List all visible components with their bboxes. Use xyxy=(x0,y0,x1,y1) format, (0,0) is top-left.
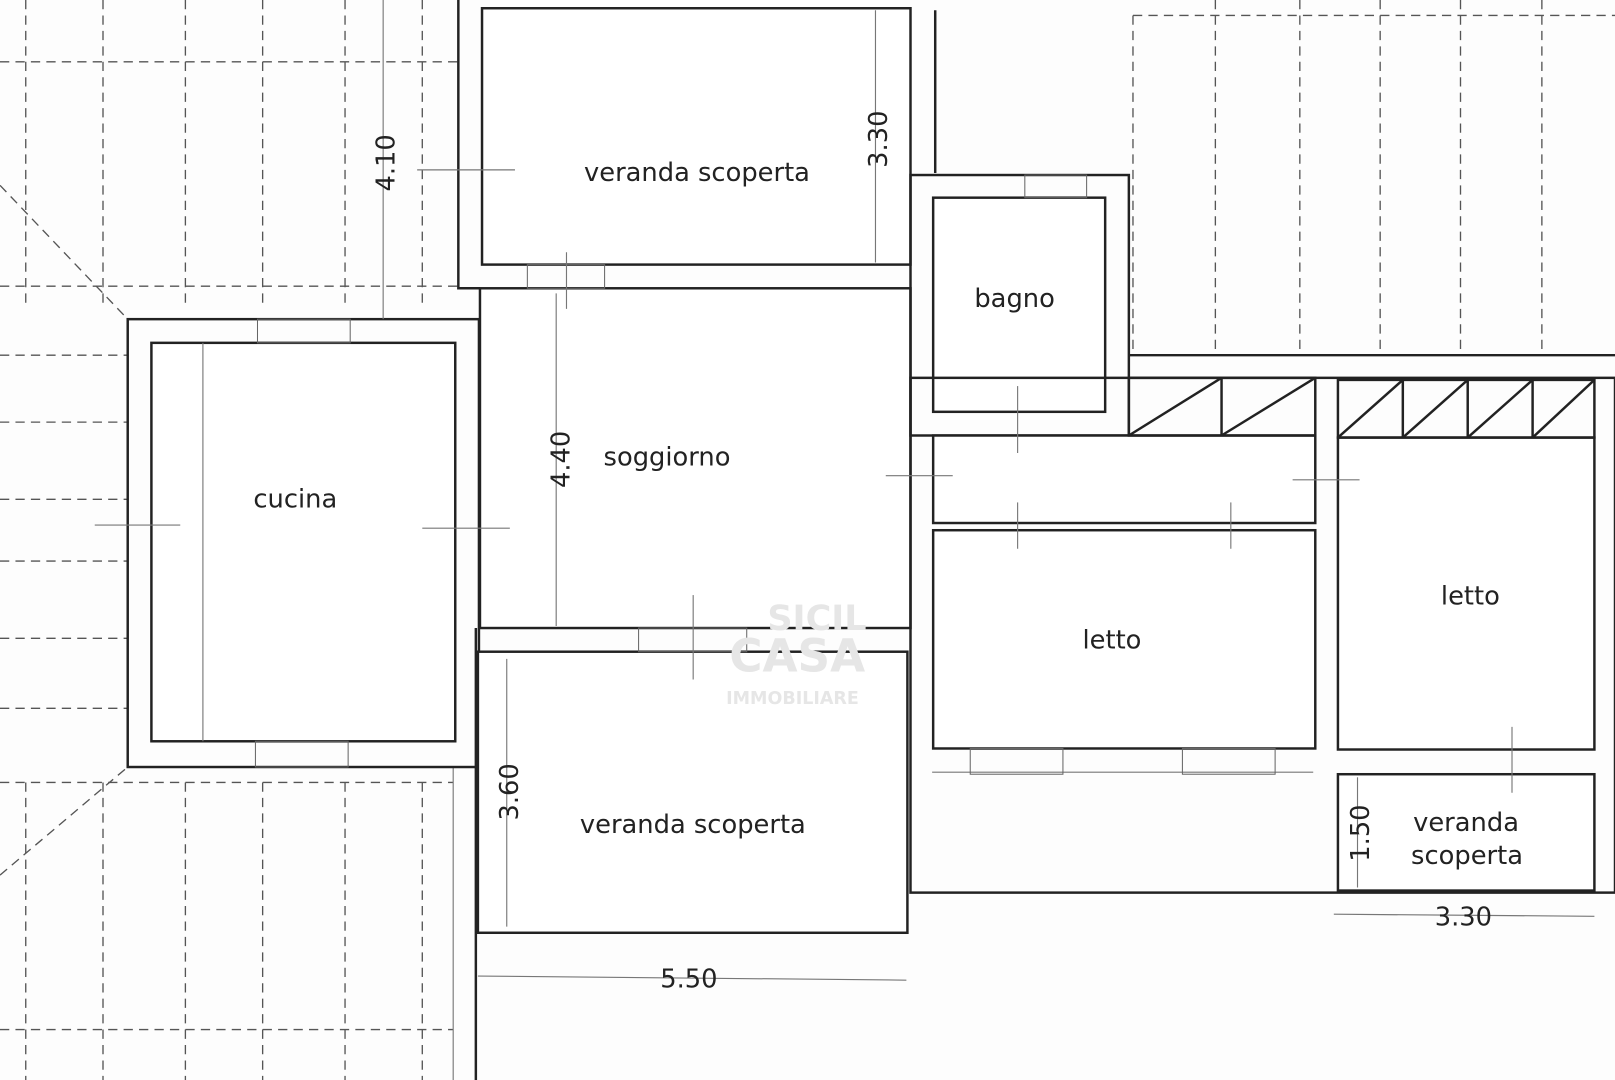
svg-text:SICIL: SICIL xyxy=(767,599,866,639)
room-label-soggiorno: soggiorno xyxy=(604,442,731,472)
windows xyxy=(94,169,1513,793)
dimension-label: 3.30 xyxy=(1435,903,1492,933)
walls xyxy=(126,0,1615,1080)
dimension-label: 4.40 xyxy=(547,431,577,488)
watermark-logo: SICIL CASA IMMOBILIARE xyxy=(726,599,866,709)
room-label-cucina: cucina xyxy=(253,485,337,515)
dashed-grid-right xyxy=(1128,0,1615,357)
svg-text:CASA: CASA xyxy=(729,629,865,682)
dimension-label: 1.50 xyxy=(1346,804,1376,861)
room-label-veranda-small-2: scoperta xyxy=(1411,841,1523,871)
svg-text:IMMOBILIARE: IMMOBILIARE xyxy=(726,689,859,709)
room-label-letto-center: letto xyxy=(1083,626,1142,656)
dimension-lines xyxy=(382,0,1595,981)
dimension-label: 5.50 xyxy=(660,964,717,994)
room-label-veranda-bottom: veranda scoperta xyxy=(580,810,806,840)
dimension-label: 3.60 xyxy=(495,763,525,820)
dashed-grid-left xyxy=(0,0,459,1080)
room-label-veranda-top: veranda scoperta xyxy=(584,158,810,188)
room-label-letto-right: letto xyxy=(1441,581,1500,611)
dimension-label: 3.30 xyxy=(864,111,894,168)
room-label-veranda-small-1: veranda xyxy=(1413,808,1519,838)
room-label-bagno: bagno xyxy=(974,284,1055,314)
stairs xyxy=(1127,376,1596,439)
dimension-label: 4.10 xyxy=(371,134,401,191)
